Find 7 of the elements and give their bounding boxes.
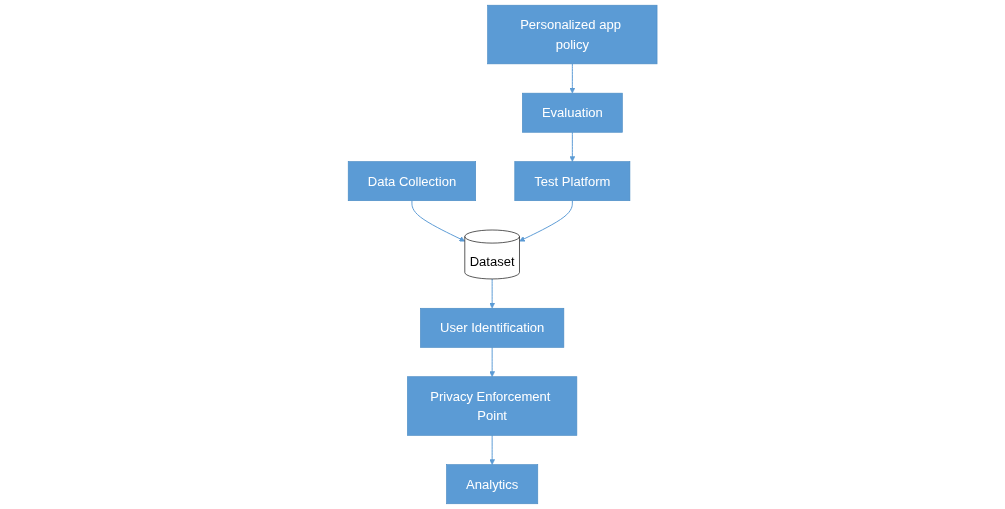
node-box: Privacy Enforcement Point <box>406 376 578 436</box>
node-box: Evaluation <box>521 92 623 133</box>
node-box: User Identification <box>420 307 565 348</box>
node-box: Personalized app policy <box>487 4 658 65</box>
node-box: Analytics <box>446 464 538 505</box>
node-box: Test Platform <box>514 161 631 202</box>
node-box: Data Collection <box>347 161 476 202</box>
